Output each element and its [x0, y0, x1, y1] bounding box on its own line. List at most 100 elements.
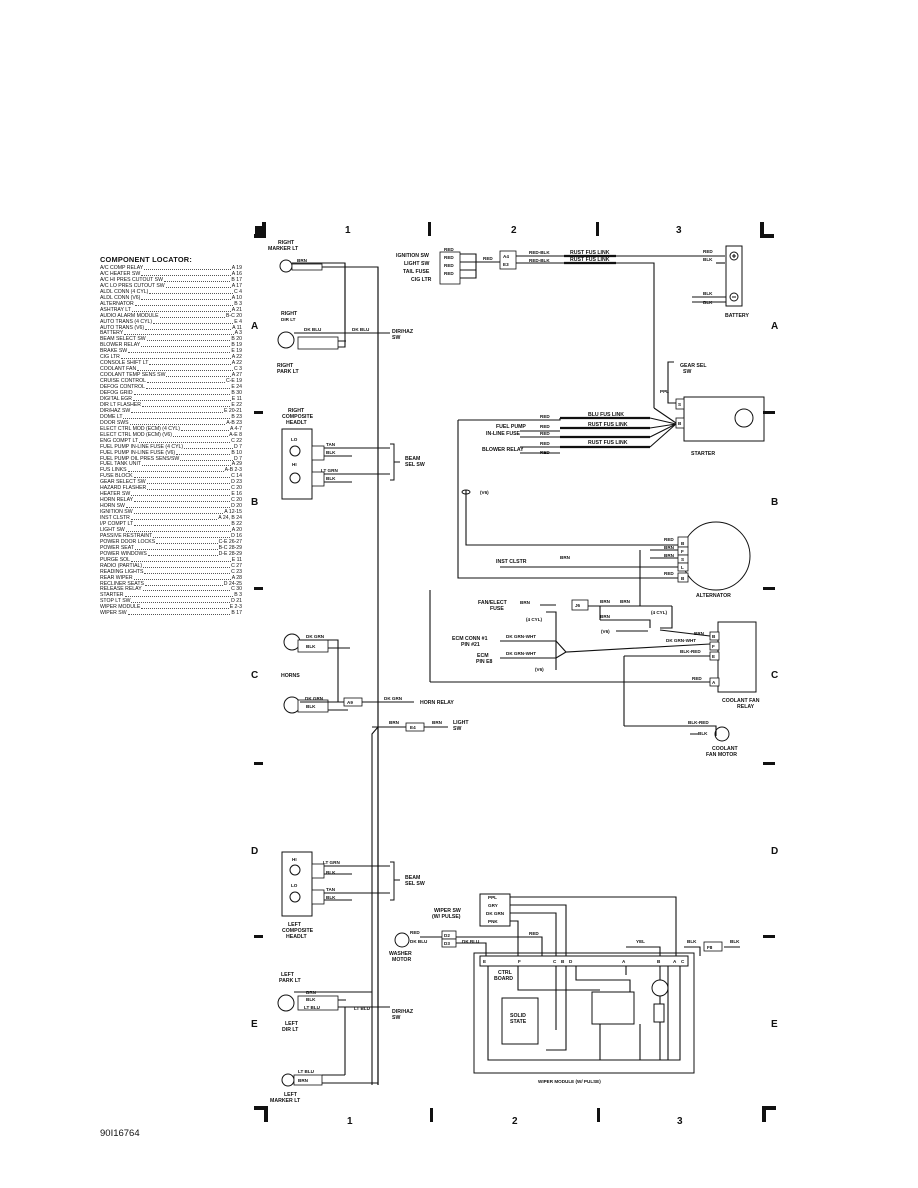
dir-haz-sw-label-2: SW [392, 335, 400, 341]
locator-item-ref: C 22 [231, 437, 242, 444]
locator-item-name: A/C LO PRES CUTOUT SW [100, 282, 165, 289]
locator-item-ref: C 20 [231, 497, 242, 504]
locator-leader-dots [133, 397, 231, 401]
locator-item-ref: B 17 [231, 276, 242, 283]
locator-item-ref: B 23 [231, 413, 242, 420]
coolant-fan-group: FAN/ELECT FUSE BRN (4 CYL) J6 BRN BRN BR… [429, 590, 760, 758]
grid-row-b-left: B [251, 497, 258, 508]
wire-red-8: RED [540, 424, 550, 429]
locator-item-name: LIGHT SW [100, 526, 125, 533]
locator-item-ref: D 24-25 [223, 580, 242, 587]
alt-pin-s: S [681, 557, 684, 562]
locator-leader-dots [147, 486, 231, 491]
locator-leader-dots [166, 373, 231, 378]
locator-item-name: FUEL TANK UNIT [100, 461, 142, 468]
left-park-dir-group: LEFT PARK LT BRN BLK LT BLU LT BLU DIR/H… [277, 972, 414, 1075]
locator-item-name: PASSIVE RESTRAINT [100, 532, 153, 539]
battery-label: BATTERY [725, 313, 749, 319]
grid-labels: 1 2 3 1 2 3 A B C D E A B C D E [251, 225, 778, 1127]
locator-item-name: DOME LT [100, 413, 123, 420]
left-headlt-lo: LO [291, 883, 298, 888]
conn-f8: F8 [707, 945, 713, 950]
grid-row-e-left: E [251, 1019, 258, 1030]
locator-item-ref: E 11 [231, 395, 242, 402]
conn-e3: E3 [503, 262, 509, 267]
locator-leader-dots [131, 558, 231, 562]
wire-blk-9: BLK [703, 257, 713, 262]
locator-item-name: IGNITION SW [100, 509, 133, 516]
in-line-fuse-label: IN-LINE FUSE [486, 431, 521, 437]
locator-item-name: READING LIGHTS [100, 568, 144, 575]
locator-leader-dots [141, 403, 231, 407]
wire-brn-11: BRN [600, 599, 611, 604]
wire-red-6: RED [703, 249, 713, 254]
locator-item-ref: C-E 26-27 [218, 538, 242, 545]
fusible-links-2: RED FUEL PUMP IN-LINE FUSE BLOWER RELAY … [457, 412, 678, 579]
wire-red-1: RED [444, 247, 454, 252]
locator-leader-dots [124, 331, 234, 336]
locator-item-name: CIG LTR [100, 354, 120, 361]
conn-d2: D2 [444, 933, 450, 938]
locator-item-ref: D 7 [234, 443, 242, 450]
rust-fus-link-4: RUST FUS LINK [588, 440, 628, 446]
locator-item-name: WIPER SW [100, 610, 127, 617]
wire-blk-8: BLK [306, 997, 316, 1002]
locator-item-ref: C 20 [231, 485, 242, 492]
conn-e4: E4 [410, 725, 416, 730]
locator-item: DOME LT B 23 [100, 413, 242, 421]
locator-leader-dots [184, 445, 233, 449]
locator-item-name: ELECT CTRL MOD (ECM) (V6) [100, 431, 172, 438]
right-dir-label-1: RIGHT [281, 311, 298, 317]
locator-item: ELECT CTRL MOD (ECM) (V6)A-E 8 [100, 431, 242, 439]
wire-yel: YEL [636, 939, 645, 944]
wire-blk-12: BLK [698, 731, 708, 736]
locator-item-name: A/C HI PRES CUTOUT SW [100, 276, 163, 283]
corner-marks [254, 222, 776, 1122]
wiper-park-switch-icon [653, 1003, 665, 1023]
wire-ppl-1: PPL [660, 389, 669, 394]
coolant-fan-motor-icon [714, 726, 730, 742]
left-hi-filament-icon [289, 864, 301, 876]
dir-haz-sw-label-4: SW [392, 1015, 400, 1021]
wiper-pin-b2: B [657, 959, 661, 964]
locator-item-name: DIGITAL EGR [100, 395, 132, 402]
grid-row-a-left: A [251, 321, 258, 332]
locator-item-ref: A 16 [231, 270, 242, 277]
locator-item-name: FUEL PUMP IN-LINE FUSE (V6) [100, 449, 176, 456]
wire-blk-5: BLK [306, 704, 316, 709]
starter-group: GEAR SEL SW PPL S B STARTER [653, 361, 765, 457]
battery-icon [725, 245, 743, 307]
wire-red-11: RED [540, 450, 550, 455]
locator-item-ref: C-E 19 [226, 378, 242, 385]
locator-leader-dots [165, 284, 231, 288]
locator-item-ref: A 12-15 [224, 509, 242, 516]
wire-blkred-1: BLK-RED [680, 649, 701, 654]
wiper-sw-label-2: (W/ PULSE) [432, 914, 461, 920]
wiper-pin-f: F [518, 959, 521, 964]
right-headlt-hi: HI [292, 462, 297, 467]
right-hi-filament-icon [289, 472, 301, 484]
wire-dkblu-5: DK BLU [462, 939, 480, 944]
left-marker-group: LT BLU BRN LEFT MARKER LT [270, 1069, 378, 1104]
wire-dkgrnwht-3: DK GRN-WHT [666, 638, 696, 643]
locator-leader-dots [142, 462, 231, 467]
coolant-fan-motor-label-2: FAN MOTOR [706, 752, 737, 758]
starter-motor-icon [734, 408, 754, 428]
locator-item: IGNITION SW A 12-15 [100, 509, 242, 516]
locator-leader-dots [145, 326, 232, 330]
locator-item-ref: C 14 [231, 473, 242, 480]
locator-item-ref: C 4 [234, 288, 242, 295]
four-cyl-label-2: (4 CYL) [651, 610, 668, 615]
